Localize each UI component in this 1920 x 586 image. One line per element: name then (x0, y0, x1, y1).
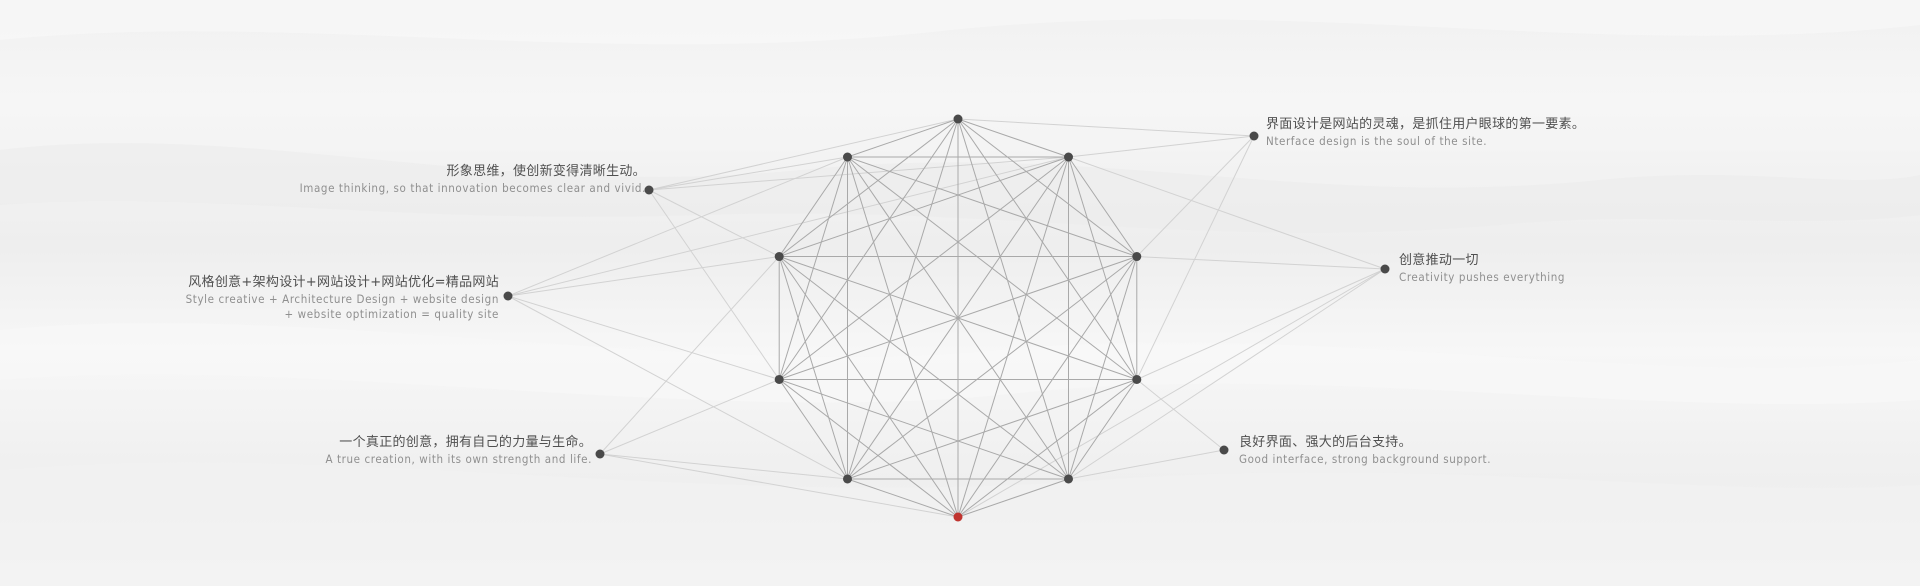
mesh-line (1068, 379, 1138, 480)
mesh-line (778, 256, 848, 480)
outer-connector-line (1136, 256, 1386, 270)
accent-node (953, 512, 963, 522)
mesh-node (1132, 374, 1142, 384)
outer-connector-line (599, 453, 848, 480)
mesh-line (847, 379, 1137, 480)
outer-connector-line (648, 189, 780, 257)
mesh-line (778, 256, 959, 518)
mesh-node (774, 374, 784, 384)
label-good-interface: 良好界面、强大的后台支持。 Good interface, strong bac… (1239, 434, 1491, 467)
outer-connector-line (1136, 135, 1255, 257)
label-node (1380, 264, 1390, 274)
label-good-interface-en: Good interface, strong background suppor… (1239, 451, 1492, 466)
mesh-line (847, 478, 959, 518)
label-image-thinking-zh: 形象思维，使创新变得清晰生动。 (446, 164, 646, 179)
label-node (644, 185, 654, 195)
mesh-line (847, 156, 1069, 480)
outer-connector-line (507, 295, 848, 480)
label-interface-soul-zh: 界面设计是网站的灵魂，是抓住用户眼球的第一要素。 (1266, 117, 1586, 132)
outer-connector-line (957, 268, 1386, 518)
mesh-node (774, 252, 784, 262)
diagram-nodes (503, 114, 1390, 522)
mesh-line (778, 156, 848, 257)
inner-mesh-lines (778, 118, 1138, 518)
label-creativity: 创意推动一切 Creativity pushes everything (1399, 252, 1565, 285)
label-creativity-zh: 创意推动一切 (1399, 253, 1479, 268)
label-node (1219, 445, 1229, 455)
mesh-line (778, 256, 1069, 480)
mesh-line (847, 156, 1137, 257)
mesh-line (778, 156, 848, 380)
outer-connector-line (1068, 156, 1386, 270)
label-true-creation: 一个真正的创意，拥有自己的力量与生命。 A true creation, wit… (325, 434, 592, 467)
mesh-line (779, 379, 1069, 480)
outer-connector-line (1068, 449, 1225, 480)
label-node (595, 449, 605, 459)
mesh-line (779, 156, 1069, 257)
outer-connector-line (599, 256, 780, 455)
label-true-creation-en: A true creation, with its own strength a… (325, 451, 592, 466)
label-image-thinking: 形象思维，使创新变得清晰生动。 Image thinking, so that … (300, 163, 646, 196)
outer-connector-line (1068, 135, 1255, 158)
mesh-node (953, 114, 963, 124)
outer-connector-line (507, 295, 780, 380)
mesh-line (778, 379, 848, 480)
outer-connector-lines (507, 118, 1386, 518)
label-style-creative-zh: 风格创意+架构设计+网站设计+网站优化=精品网站 (188, 275, 499, 290)
mesh-line (778, 118, 959, 380)
mesh-line (1068, 156, 1138, 257)
outer-connector-line (648, 189, 780, 380)
mesh-node (842, 474, 852, 484)
mesh-node (842, 152, 852, 162)
label-style-creative: 风格创意+架构设计+网站设计+网站优化=精品网站 Style creative … (186, 274, 499, 323)
mesh-node (1064, 474, 1074, 484)
outer-connector-line (507, 256, 780, 297)
label-node (1249, 131, 1259, 141)
mesh-line (957, 118, 1069, 158)
mesh-node (1132, 252, 1142, 262)
label-interface-soul-en: Nterface design is the soul of the site. (1266, 133, 1488, 148)
label-style-creative-en-2: + website optimization = quality site (284, 307, 499, 322)
outer-connector-line (957, 118, 1255, 137)
outer-connector-line (1136, 268, 1386, 380)
mesh-line (847, 156, 1138, 380)
mesh-line (778, 379, 959, 518)
label-image-thinking-en: Image thinking, so that innovation becom… (299, 180, 646, 195)
outer-connector-line (648, 156, 848, 191)
label-good-interface-zh: 良好界面、强大的后台支持。 (1239, 435, 1412, 450)
outer-connector-line (599, 379, 780, 455)
outer-connector-line (1068, 268, 1386, 480)
outer-connector-line (599, 453, 959, 518)
label-creativity-en: Creativity pushes everything (1399, 269, 1566, 284)
outer-connector-line (1136, 379, 1225, 451)
label-style-creative-en-1: Style creative + Architecture Design + w… (185, 291, 499, 306)
mesh-line (957, 118, 1138, 380)
label-true-creation-zh: 一个真正的创意，拥有自己的力量与生命。 (339, 435, 592, 450)
label-node (503, 291, 513, 301)
mesh-line (957, 256, 1138, 518)
mesh-line (847, 156, 959, 518)
label-interface-soul: 界面设计是网站的灵魂，是抓住用户眼球的第一要素。 Nterface design… (1266, 116, 1585, 149)
outer-connector-line (507, 156, 1069, 297)
mesh-line (957, 478, 1069, 518)
mesh-node (1064, 152, 1074, 162)
outer-connector-line (507, 156, 848, 297)
mesh-line (847, 118, 959, 158)
outer-connector-line (1136, 135, 1255, 380)
outer-connector-line (648, 118, 959, 191)
